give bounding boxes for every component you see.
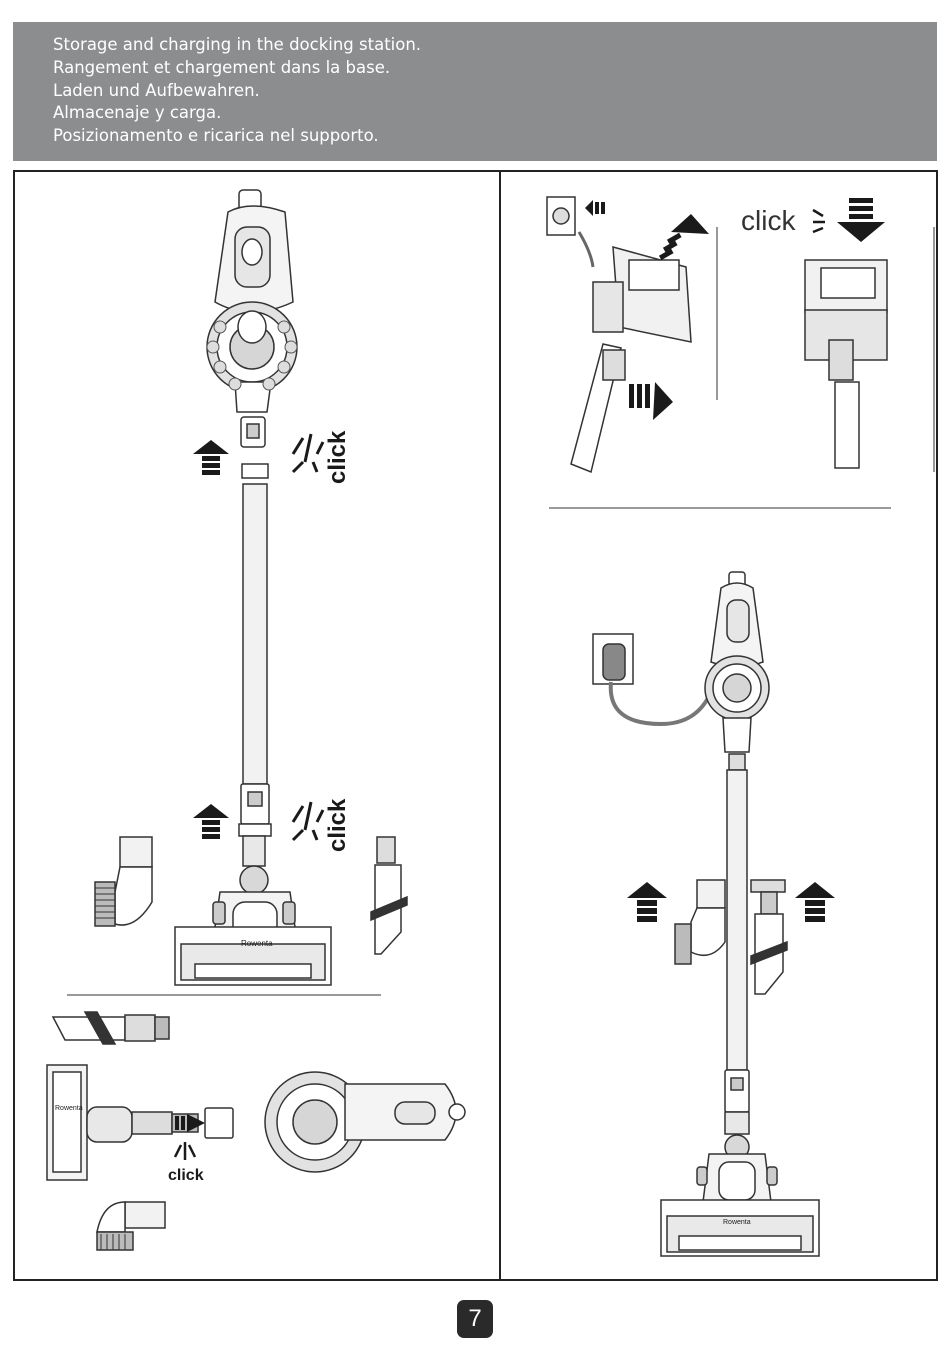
floor-nozzle [175,836,331,985]
brand-badge-side: Rowenta [55,1105,83,1112]
up-arrow-icon [193,440,229,475]
click-label-dock: click [741,205,796,236]
click-label-side: click [168,1167,204,1184]
brand-badge-main: Rowenta [241,939,273,948]
header-line-fr: Rangement et chargement dans la base. [53,57,937,80]
docked-vacuum [661,572,819,1256]
up-arrow-icon [627,882,667,922]
docking-panel: click [499,170,938,1281]
header-line-it: Posizionamento e ricarica nel supporto. [53,125,937,148]
up-arrow-icon [795,882,835,922]
assembly-illustration: click click [15,172,503,1283]
dock-base-tilted [571,247,691,472]
up-arrow-icon [193,804,229,839]
brand-badge-right: Rowenta [723,1219,751,1226]
page-number: 7 [457,1300,493,1338]
docking-illustration: click [501,172,940,1283]
extension-tube [239,464,271,836]
wall-socket [547,197,575,235]
header-line-en: Storage and charging in the docking stat… [53,34,937,57]
header-line-es: Almacenaje y carga. [53,102,937,125]
side-assembly [47,1065,465,1180]
click-label-upper: click [324,430,351,484]
crevice-tool-right [371,837,407,954]
header-banner: Storage and charging in the docking stat… [13,22,937,161]
header-line-de: Laden und Aufbewahren. [53,80,937,103]
dock-base-upright [805,260,887,468]
stored-crevice-tool [751,880,787,994]
assembly-panel: click click [13,170,501,1281]
stored-brush-tool [675,880,725,964]
click-label-lower: click [324,798,351,852]
wall-socket-bottom [593,634,633,684]
crevice-tool-horizontal [53,1012,169,1044]
brush-tool-left [95,837,152,926]
handheld-unit [207,190,297,447]
